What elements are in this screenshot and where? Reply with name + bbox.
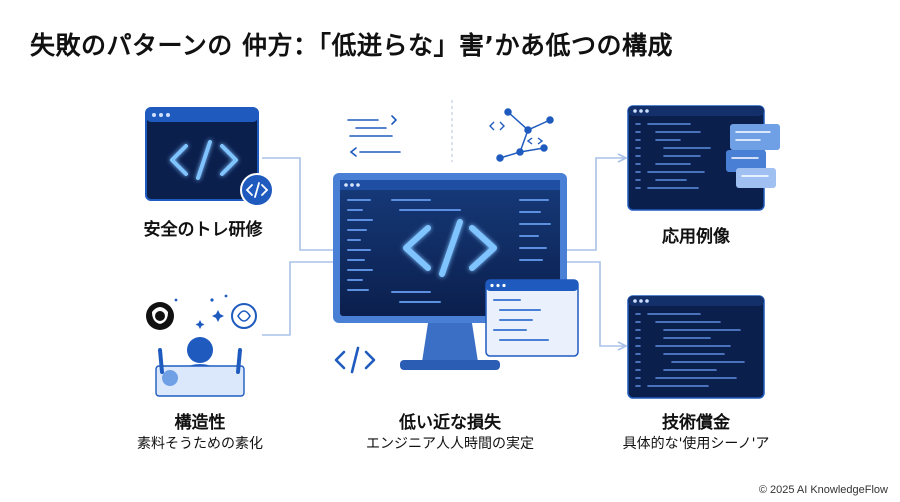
node-sublabel-center: エンジニア人人時間の実定	[366, 436, 534, 452]
code-panel-icon	[485, 279, 579, 357]
sparkle-icon	[174, 294, 228, 329]
code-editor-bottom-icon	[627, 295, 765, 399]
developer-person-icon	[146, 294, 257, 397]
node-sublabel-bottom-left: 素料そうための素化	[137, 436, 263, 452]
code-window-icon	[145, 107, 274, 207]
node-label-center: 低い近な損失	[399, 413, 501, 433]
network-nodes-icon	[489, 108, 554, 162]
node-label-top-left: 安全のトレ研修	[143, 220, 263, 240]
copyright-footer: © 2025 AI KnowledgeFlow	[758, 484, 888, 496]
code-brackets-icon	[334, 346, 376, 374]
connector-lines	[262, 153, 628, 351]
code-snippet-icon	[347, 115, 401, 157]
page-title: 失敗のパターンの 仲方：「低迸らな」害’かあ低つの構成	[30, 31, 673, 60]
code-editor-top-icon	[627, 105, 780, 211]
node-sublabel-bottom-right: 具体的な'使用シーノ'ア	[622, 436, 770, 452]
node-label-top-right: 応用例像	[662, 227, 730, 247]
ai-logo-icon	[231, 303, 257, 329]
node-label-bottom-left: 構造性	[174, 413, 226, 433]
node-label-bottom-right: 技術償金	[662, 413, 730, 433]
